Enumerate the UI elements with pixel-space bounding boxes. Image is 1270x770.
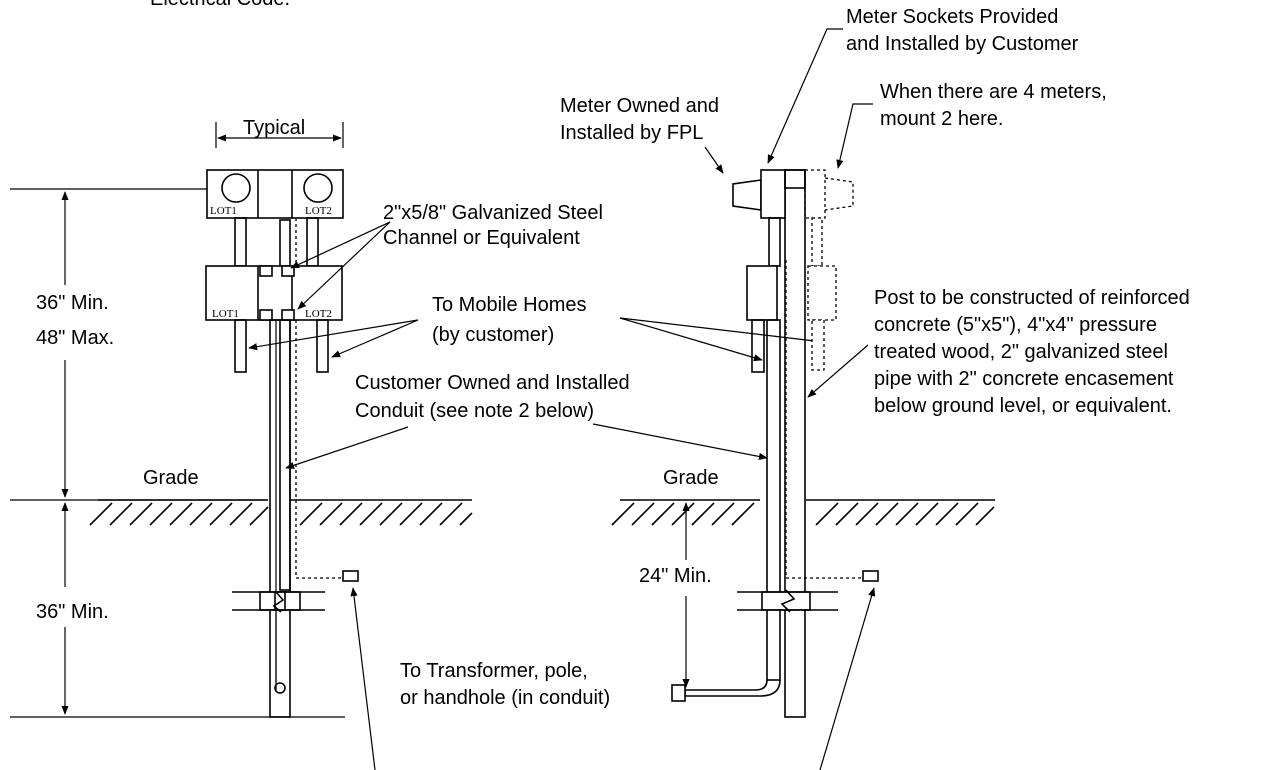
right-callouts: Meter Sockets Provided and Installed by … [400,6,1190,709]
post-label-2: concrete (5"x5"), 4"x4" pressure [874,314,1157,336]
dim-36-min-lower-label: 36" Min. [36,601,109,623]
right-post [784,169,806,718]
lot2-label-upper: LOT2 [305,205,332,217]
sockets-label: Meter Sockets Provided [846,6,1058,28]
meter-lot2 [303,173,333,203]
meter-lot1 [221,173,251,203]
dim-48-max-label: 48" Max. [36,327,114,349]
lot2-label-lower: LOT2 [305,308,332,320]
upper-meter-box: LOT1 LOT2 [206,169,344,219]
typical-label: Typical [243,117,305,139]
meter-fpl-label-2: Installed by FPL [560,122,703,144]
four-meters-label: When there are 4 meters, [880,81,1107,103]
left-elbow [274,682,286,694]
four-meters-label-2: mount 2 here. [880,108,1003,130]
optional-meters-dashed [785,169,862,579]
grade-label-right: Grade [663,467,719,489]
lower-meter-box: LOT1 LOT2 [205,265,343,321]
right-elbow [684,679,781,697]
channel-label: 2"x5/8" Galvanized Steel [383,202,603,224]
height-dimension: 36" Min. 48" Max. 36" Min. [10,188,345,718]
lot1-label-upper: LOT1 [210,205,237,217]
dim-24-min-label: 24" Min. [639,565,712,587]
dim-36-min-label: 36" Min. [36,292,109,314]
ground-rod-left [342,570,359,582]
post-label: Post to be constructed of reinforced [874,287,1190,309]
post-label-5: below ground level, or equivalent. [874,395,1172,417]
post-label-4: pipe with 2" concrete encasement [874,368,1174,390]
left-assembly: Typical 36" Min. 48" Max. 36" Min. [10,117,359,718]
right-grade: Grade [611,467,995,526]
post-label-3: treated wood, 2" galvanized steel [874,341,1168,363]
left-grade: Grade [89,467,473,526]
conduit-label-2: Conduit (see note 2 below) [355,400,594,422]
typical-dimension: Typical [215,117,344,148]
lot1-label-lower: LOT1 [212,308,239,320]
right-assembly: 24" Min. [639,169,879,718]
sockets-label-2: and Installed by Customer [846,33,1079,55]
center-callouts: 2"x5/8" Galvanized Steel Channel or Equi… [248,202,876,770]
ground-rod-right [862,570,879,582]
top-fragment-text: Electrical Code. [150,0,290,10]
transformer-label: To Transformer, pole, [400,660,588,682]
conduit-label: Customer Owned and Installed [355,372,630,394]
meter-fpl [732,179,762,211]
left-post [269,319,291,718]
channel-label-2: Channel or Equivalent [383,227,580,249]
meter-socket [760,169,786,219]
mobile-homes-label: To Mobile Homes [432,294,587,316]
meter-fpl-label: Meter Owned and [560,95,719,117]
mobile-homes-label-2: (by customer) [432,324,554,346]
transformer-label-2: or handhole (in conduit) [400,687,610,709]
grade-label-left: Grade [143,467,199,489]
